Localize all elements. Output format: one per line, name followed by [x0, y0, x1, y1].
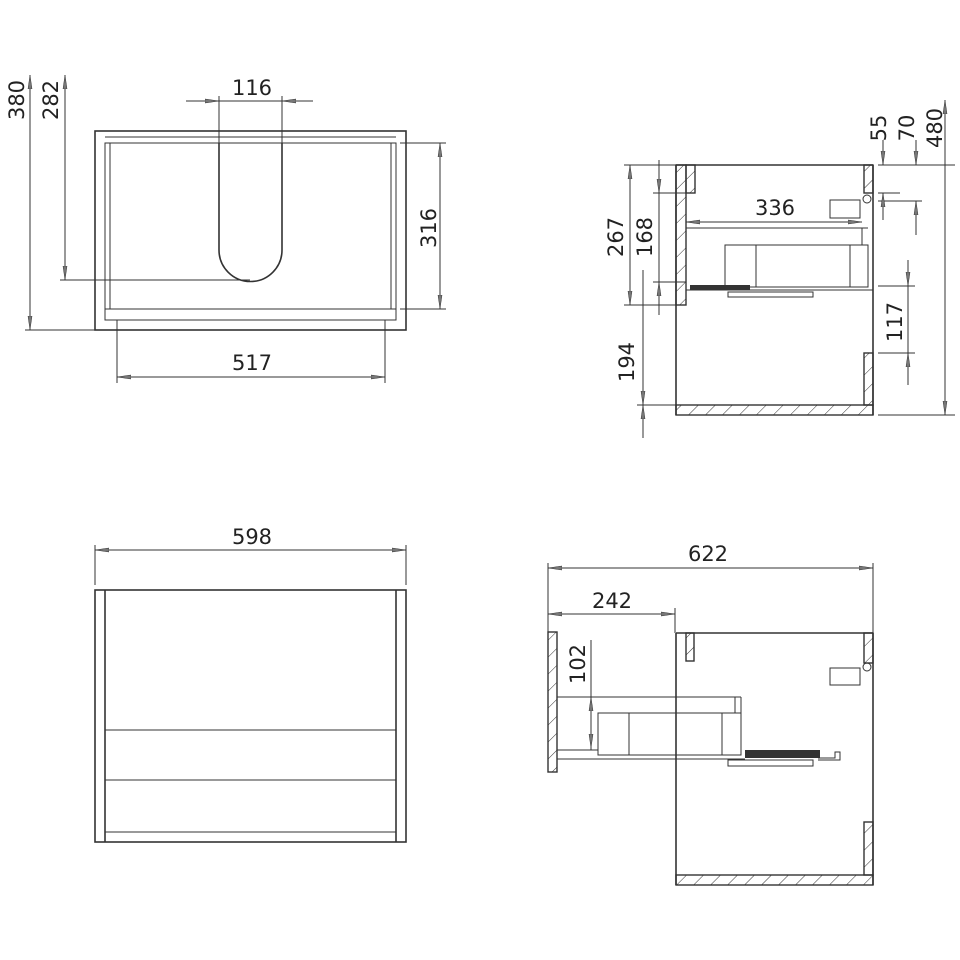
- dim-label-517: 517: [232, 351, 272, 375]
- dim-label-598: 598: [232, 525, 272, 549]
- dim-label-316: 316: [417, 208, 441, 248]
- side-view-top: 267 168 194 336 55 70 480 117: [604, 100, 955, 438]
- dim-label-102: 102: [566, 644, 590, 684]
- dim-label-480: 480: [923, 108, 947, 148]
- dim-label-336: 336: [755, 196, 795, 220]
- dim-label-380: 380: [5, 80, 29, 120]
- dim-label-55: 55: [867, 115, 891, 142]
- dim-label-194: 194: [615, 342, 639, 382]
- basin-cutout: [218, 143, 283, 283]
- dim-label-267: 267: [604, 217, 628, 257]
- front-view-bottom: 598: [94, 525, 407, 843]
- dim-label-117: 117: [883, 302, 907, 342]
- dim-label-116: 116: [232, 76, 272, 100]
- dim-label-282: 282: [39, 80, 63, 120]
- dim-label-168: 168: [633, 217, 657, 257]
- dim-label-242: 242: [592, 589, 632, 613]
- dim-label-622: 622: [688, 542, 728, 566]
- front-view-top: 380 282 116 316 517: [5, 75, 446, 383]
- side-view-bottom: 622 242 102: [547, 542, 874, 886]
- dim-label-70: 70: [895, 115, 919, 142]
